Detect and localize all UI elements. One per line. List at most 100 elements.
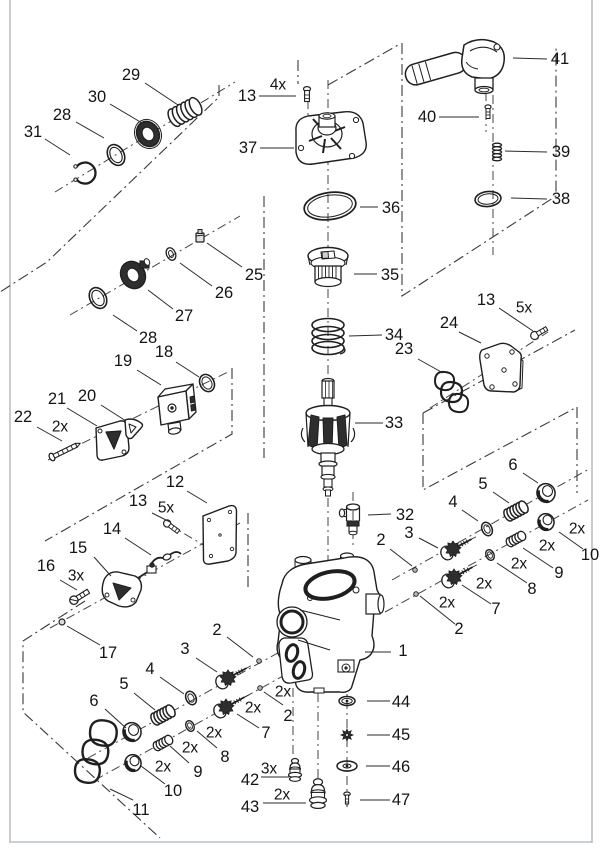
part-number-label: 47 [392,791,410,809]
callout-part-24: 24 [440,314,482,344]
leader-line [66,625,101,646]
part-4-washer-a [480,521,494,537]
leader-line [195,657,218,673]
callout-part-26: 26 [179,262,233,302]
part-number-label: 1 [398,642,407,660]
callout-part-37: 37 [239,139,294,157]
part-number-label: 24 [440,314,458,332]
leader-line [159,676,185,695]
part-number-label: 35 [381,266,399,284]
part-35-rotor [307,246,349,288]
part-2-pin-b [413,591,419,597]
part-10-cup-b [124,753,142,773]
part-number-label: 39 [552,143,570,161]
part-number-label: 9 [554,564,563,582]
part-number-label: 3 [180,640,189,658]
callout-part-14: 14 [103,520,152,556]
callout-part-44: 44 [367,693,410,711]
part-number-label: 26 [215,284,233,302]
leader-line [498,307,534,332]
callout-part-31: 31 [24,123,71,156]
part-number-label: 21 [48,390,66,408]
leader-line [133,692,156,711]
leader-line [109,103,143,124]
part-number-label: 34 [385,326,403,344]
callout-part-27: 27 [147,289,193,325]
part-7-jet-b [213,694,250,719]
part-number-label: 2 [454,620,463,638]
part-15-pump-body [101,565,157,608]
callout-part-1: 1 [365,642,408,660]
part-30-cap [134,118,162,150]
callout-part-9: 92x [169,740,203,781]
part-19-solenoid [157,383,197,435]
leader-line [461,584,492,605]
callout-part-23: 23 [395,340,444,374]
part-number-label: 43 [241,798,259,816]
leader-line [263,691,284,706]
leader-line [169,745,190,764]
part-number-label: 44 [392,693,410,711]
part-17-ball [58,618,66,626]
leader-line [504,150,548,153]
callout-part-2: 2 [212,621,254,658]
callout-part-28: 28 [112,314,157,347]
part-number-label: 6 [89,692,98,710]
callout-part-2: 22x [419,595,464,638]
leader-line [59,579,78,591]
leader-line [418,537,439,549]
callout-part-36: 36 [360,199,400,217]
leader-line [367,513,392,516]
part-2-pin-a [412,567,418,573]
callout-part-6: 6 [508,456,539,484]
part-number-label: 36 [382,199,400,217]
part-9-spring-b [152,734,174,752]
leader-line [389,548,413,567]
leader-line [36,426,63,442]
part-number-label: 15 [69,539,87,557]
part-number-label: 6 [508,456,517,474]
leader-line [196,730,218,749]
quantity-label: 4x [270,77,287,94]
quantity-label: 5x [516,300,533,317]
callout-part-5: 5 [478,475,510,504]
part-number-label: 30 [88,88,106,106]
callout-part-21: 21 [48,390,98,427]
callout-part-32: 32 [367,506,414,524]
leader-line [44,138,71,156]
part-number-label: 40 [418,108,436,126]
part-1-carburetor-body [276,552,385,694]
part-number-label: 33 [385,414,403,432]
part-number-label: 2 [283,707,292,725]
part-5-spring-b [150,704,176,726]
part-31-snap-ring [73,161,97,185]
part-2-pin-d [257,685,263,691]
leader-line [140,765,166,785]
part-number-label: 17 [99,644,117,662]
leader-line [461,509,479,522]
part-number-label: 31 [24,123,42,141]
callout-part-29: 29 [122,66,179,106]
part-25-nut [195,229,205,243]
callout-part-7: 72x [236,700,271,742]
part-number-label: 19 [114,352,132,370]
part-37-pump-cover [295,111,367,165]
part-26-washer [165,247,177,261]
part-43-plug [308,778,328,809]
leader-line [512,57,548,60]
callout-part-19: 19 [114,352,162,386]
callouts-layer: 29302831134x3736354140393825262728181920… [14,50,599,819]
part-8-washer-b [184,720,196,732]
callout-part-2: 2 [376,531,413,567]
part-3-jet-a [440,536,477,561]
part-number-label: 8 [527,580,536,598]
callout-part-41: 41 [512,50,569,68]
part-29-spring [167,96,203,128]
callout-part-35: 35 [354,266,399,284]
leader-line [206,242,243,268]
part-24-cover [479,342,524,393]
panel-lines [0,43,578,839]
